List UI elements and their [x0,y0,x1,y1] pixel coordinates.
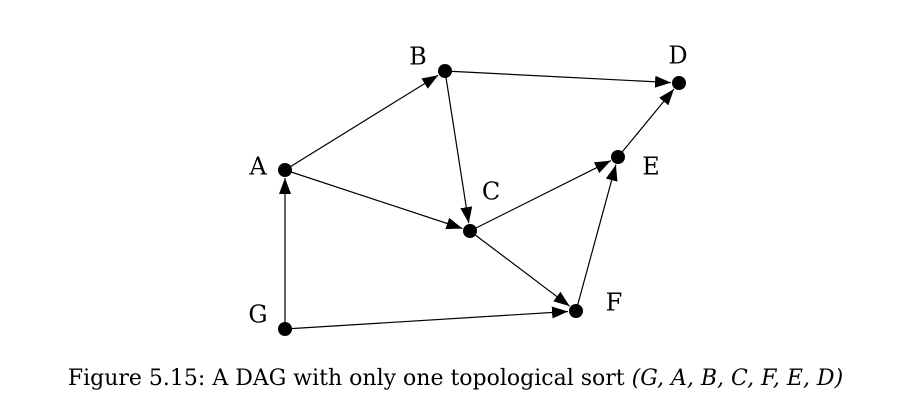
nodes [278,64,686,336]
edge-b-to-c [444,70,473,224]
edge-c-to-f [469,230,570,307]
node-f [569,304,583,318]
node-c [463,224,477,238]
figure-caption: Figure 5.15: A DAG with only one topolog… [0,366,911,391]
edge-a-to-b [284,74,439,171]
node-g [278,322,292,336]
node-labels: B D A E C F G [248,42,687,329]
node-e [611,150,625,164]
caption-prefix: Figure 5.15: A DAG with only one topolog… [67,366,632,391]
node-a [278,163,292,177]
edge-b-to-d [444,70,672,88]
edges [279,70,675,330]
caption-topological-sort: (G, A, B, C, F, E, D) [631,366,844,391]
edge-a-to-c [284,169,463,230]
node-label-a: A [248,153,267,181]
node-label-b: B [409,43,427,71]
node-b [438,64,452,78]
node-label-g: G [248,301,267,329]
node-label-f: F [606,289,623,317]
node-label-e: E [642,153,660,181]
edge-c-to-e [469,160,612,232]
edge-f-to-e [575,164,618,312]
node-d [672,76,686,90]
node-label-d: D [668,42,687,70]
edge-g-to-f [284,306,569,330]
node-label-c: C [482,178,500,206]
edge-e-to-d [617,88,675,158]
